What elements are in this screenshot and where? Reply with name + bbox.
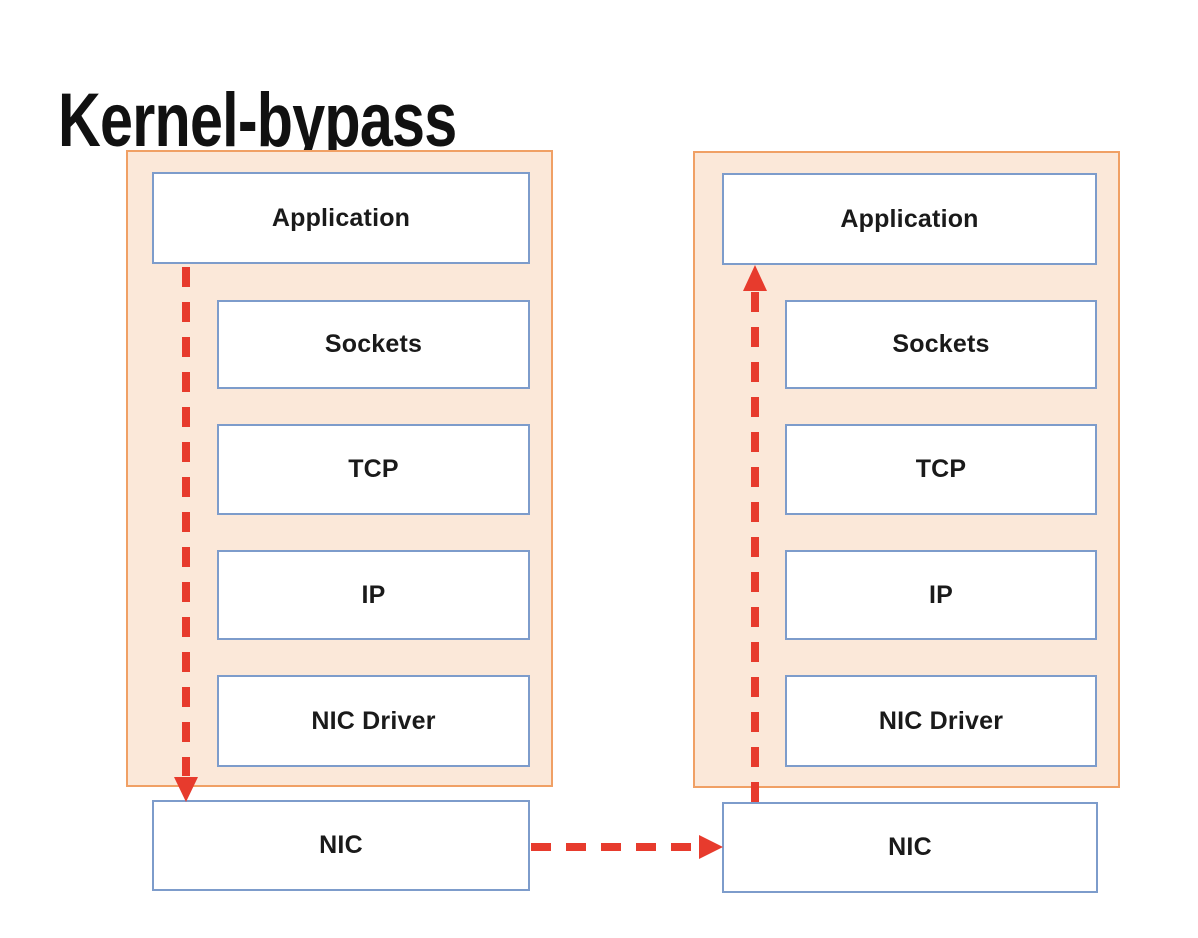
layer-box-application-left: Application: [152, 172, 530, 264]
slide-title: Kernel-bypass: [58, 77, 457, 163]
layer-box-ip-left: IP: [217, 550, 530, 640]
nic-link-arrow: [531, 835, 723, 859]
layer-box-tcp-right: TCP: [785, 424, 1097, 515]
layer-box-nic-driver-left: NIC Driver: [217, 675, 530, 767]
layer-box-sockets-right: Sockets: [785, 300, 1097, 389]
layer-box-sockets-left: Sockets: [217, 300, 530, 389]
layer-box-nic-driver-right: NIC Driver: [785, 675, 1097, 767]
arrowhead-right-icon: [699, 835, 723, 859]
layer-box-ip-right: IP: [785, 550, 1097, 640]
layer-box-tcp-left: TCP: [217, 424, 530, 515]
layer-box-application-right: Application: [722, 173, 1097, 265]
nic-box-right: NIC: [722, 802, 1098, 893]
nic-box-left: NIC: [152, 800, 530, 891]
